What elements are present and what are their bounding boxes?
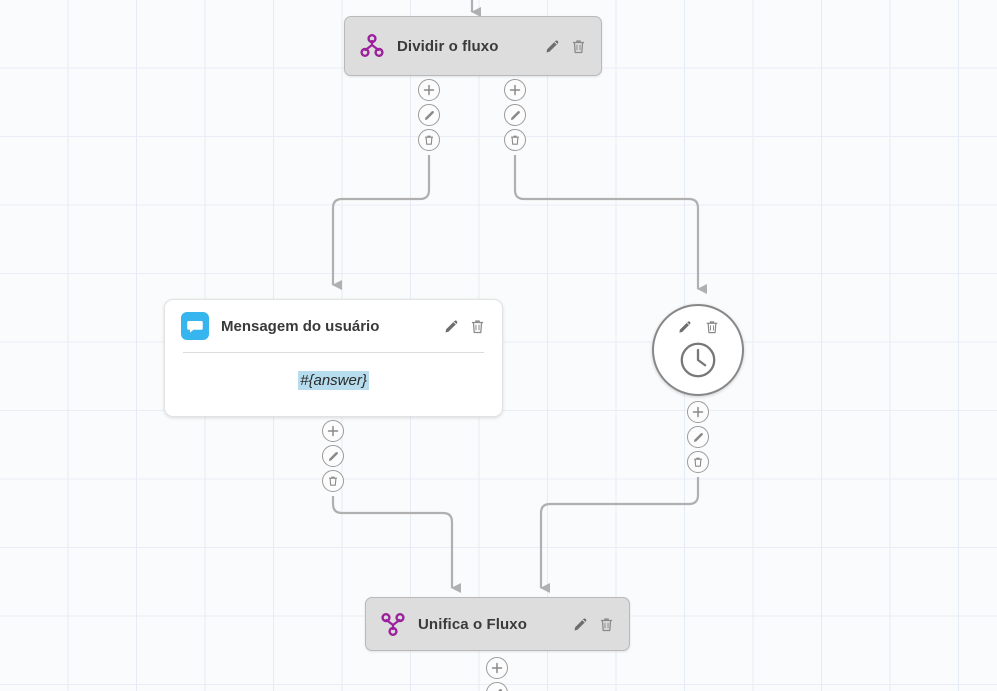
pencil-icon[interactable] xyxy=(544,38,561,55)
edit-edge-button[interactable] xyxy=(486,682,508,691)
node-merge-flow[interactable]: Unifica o Fluxo xyxy=(365,597,630,651)
node-user-message-body: #{answer} xyxy=(165,353,502,408)
connector-stack-delay[interactable] xyxy=(687,401,709,473)
answer-variable-token: #{answer} xyxy=(298,371,369,390)
merge-flow-icon xyxy=(380,611,406,637)
connector-stack-user-message[interactable] xyxy=(322,420,344,492)
trash-icon[interactable] xyxy=(598,616,615,633)
edit-edge-button[interactable] xyxy=(418,104,440,126)
add-node-button[interactable] xyxy=(418,79,440,101)
trash-icon[interactable] xyxy=(570,38,587,55)
node-user-message[interactable]: Mensagem do usuário #{answer} xyxy=(164,299,503,417)
node-delay-toolbar xyxy=(677,319,720,335)
edit-edge-button[interactable] xyxy=(687,426,709,448)
add-node-button[interactable] xyxy=(687,401,709,423)
pencil-icon[interactable] xyxy=(677,319,693,335)
add-node-button[interactable] xyxy=(486,657,508,679)
connector-stack-split-left[interactable] xyxy=(418,79,440,151)
edit-edge-button[interactable] xyxy=(322,445,344,467)
trash-icon[interactable] xyxy=(704,319,720,335)
split-flow-icon xyxy=(359,33,385,59)
add-node-button[interactable] xyxy=(322,420,344,442)
pencil-icon[interactable] xyxy=(443,318,460,335)
clock-icon xyxy=(677,339,719,381)
connector-stack-split-right[interactable] xyxy=(504,79,526,151)
node-split-flow-title: Dividir o fluxo xyxy=(397,37,499,55)
node-merge-flow-title: Unifica o Fluxo xyxy=(418,615,528,633)
add-node-button[interactable] xyxy=(504,79,526,101)
edge-split-left-to-message xyxy=(331,155,431,290)
delete-edge-button[interactable] xyxy=(504,129,526,151)
trash-icon[interactable] xyxy=(469,318,486,335)
chat-bubble-icon xyxy=(181,312,209,340)
pencil-icon[interactable] xyxy=(572,616,589,633)
edge-split-right-to-delay xyxy=(513,155,707,294)
connector-stack-merge[interactable] xyxy=(486,657,508,691)
node-delay[interactable] xyxy=(652,304,744,396)
node-split-flow[interactable]: Dividir o fluxo xyxy=(344,16,602,76)
node-divider xyxy=(183,352,484,353)
edge-message-to-merge xyxy=(331,496,461,593)
edge-delay-to-merge xyxy=(539,477,700,593)
delete-edge-button[interactable] xyxy=(687,451,709,473)
delete-edge-button[interactable] xyxy=(418,129,440,151)
node-user-message-title: Mensagem do usuário xyxy=(221,317,380,335)
delete-edge-button[interactable] xyxy=(322,470,344,492)
edit-edge-button[interactable] xyxy=(504,104,526,126)
